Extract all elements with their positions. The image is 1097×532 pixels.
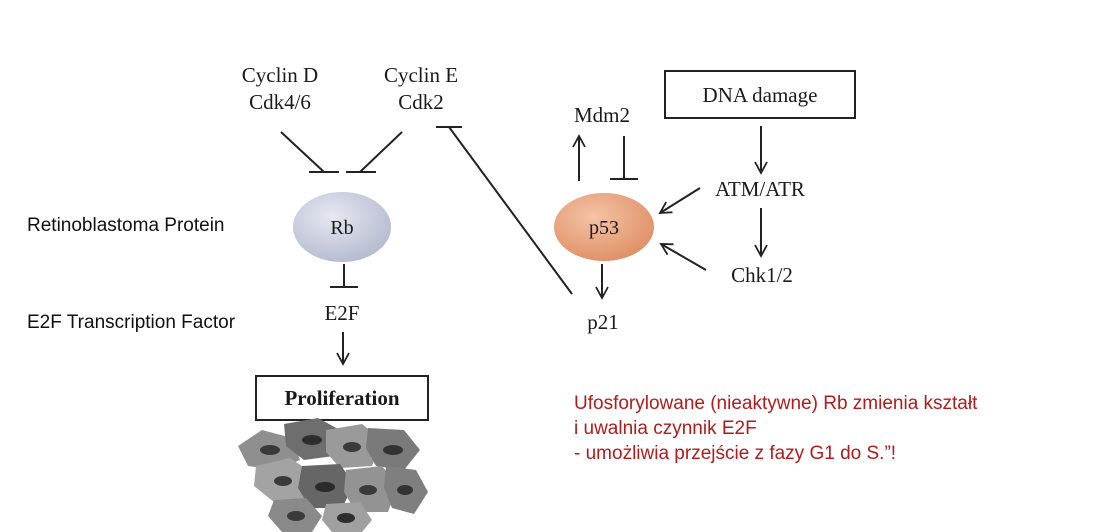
proliferation-box xyxy=(255,375,429,421)
inhibit-cyclind-rb xyxy=(280,131,339,173)
cyclin-d-label: Cyclin D xyxy=(242,63,318,87)
cdk2-label: Cdk2 xyxy=(398,90,444,114)
inhibit-rb-e2f xyxy=(330,264,358,288)
inhibit-mdm2-p53 xyxy=(610,136,638,180)
e2f-node: E2F xyxy=(324,301,359,325)
cell-cluster-illustration xyxy=(238,418,428,532)
cyclin-e-label: Cyclin E xyxy=(384,63,458,87)
proliferation-label: Proliferation xyxy=(284,386,399,410)
retinoblastoma-label: Retinoblastoma Protein xyxy=(27,215,225,236)
note-line-3: - umożliwia przejście z fazy G1 do S.”! xyxy=(574,443,896,464)
note-line-2: i uwalnia czynnik E2F xyxy=(574,418,757,439)
arrow-atm-p53 xyxy=(658,187,701,214)
p53-node xyxy=(554,193,654,261)
e2f-transcription-label: E2F Transcription Factor xyxy=(27,312,236,333)
rb-node xyxy=(293,192,391,262)
p21-node: p21 xyxy=(587,310,619,334)
annotation-note: Ufosforylowane (nieaktywne) Rb zmienia k… xyxy=(574,393,978,464)
dna-damage-box xyxy=(664,70,856,119)
chk-node: Chk1/2 xyxy=(731,263,793,287)
inhibit-p21-cycline xyxy=(436,126,573,295)
mdm2-node: Mdm2 xyxy=(574,103,630,127)
note-line-1: Ufosforylowane (nieaktywne) Rb zmienia k… xyxy=(574,393,978,414)
atm-atr-node: ATM/ATR xyxy=(715,177,805,201)
inhibit-cycline-rb xyxy=(346,131,403,173)
p53-label: p53 xyxy=(589,217,619,239)
dna-damage-label: DNA damage xyxy=(703,83,818,107)
cdk46-text: Cdk4/6 xyxy=(249,90,311,114)
arrow-chk-p53 xyxy=(659,243,707,271)
rb-label: Rb xyxy=(330,217,353,239)
